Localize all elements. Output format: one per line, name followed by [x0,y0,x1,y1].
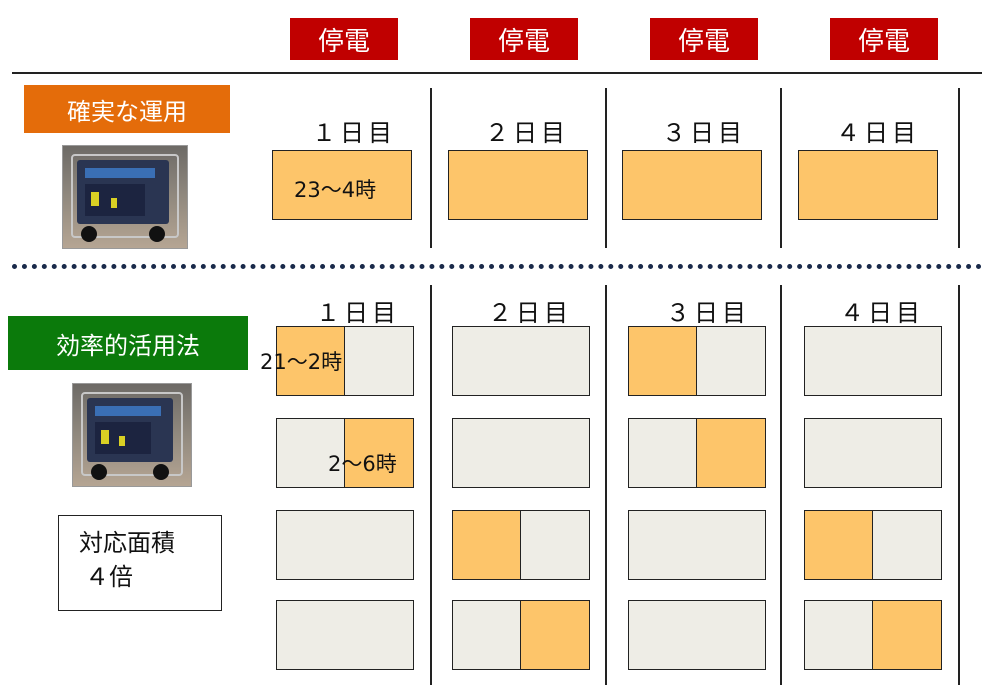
slot-first-half [629,327,697,395]
day-label-3: ３日目 [666,299,750,327]
coverage-note-line1: 対応面積 [79,529,175,557]
run-slot-day1 [272,150,412,220]
slot-row1-day3 [628,326,766,396]
slot-row1-day4 [804,326,942,396]
slot-row2-day1 [276,418,414,488]
generator-photo [62,145,188,249]
day-label-4: ４日目 [836,119,920,147]
outage-badge-day1: 停電 [290,18,398,60]
column-divider [430,285,432,685]
run-time-label: 23～4時 [294,178,377,202]
day-label-1: １日目 [316,299,400,327]
day-label-2: ２日目 [488,299,572,327]
header-divider [12,72,982,74]
slot-row2-day4 [804,418,942,488]
slot-first-half [453,601,521,669]
column-divider [958,285,960,685]
slot-first-half [277,419,345,487]
reliable-operation-label: 確実な運用 [24,85,230,133]
run-slot-day2 [448,150,588,220]
slot-second-half [521,601,589,669]
slot-second-half [521,511,589,579]
section-separator [12,264,982,269]
run-slot-day3 [622,150,762,220]
slot-first-half [453,511,521,579]
column-divider [958,88,960,248]
slot-row4-day2 [452,600,590,670]
coverage-note-box: 対応面積 ４倍 [58,515,222,611]
run-time-label-2: 2～6時 [328,452,397,476]
day-label-4: ４日目 [840,299,924,327]
column-divider [605,285,607,685]
slot-first-half [277,327,345,395]
slot-row3-day3 [628,510,766,580]
day-label-3: ３日目 [662,119,746,147]
slot-row4-day1 [276,600,414,670]
slot-second-half [697,419,765,487]
slot-row3-day4 [804,510,942,580]
slot-row2-day2 [452,418,590,488]
slot-first-half [805,511,873,579]
outage-badge-day4: 停電 [830,18,938,60]
slot-row4-day4 [804,600,942,670]
efficient-use-label: 効率的活用法 [8,316,248,370]
slot-row4-day3 [628,600,766,670]
column-divider [430,88,432,248]
day-label-1: １日目 [312,119,396,147]
column-divider [780,285,782,685]
slot-first-half [629,419,697,487]
slot-second-half [345,327,413,395]
outage-badge-day2: 停電 [470,18,578,60]
slot-row1-day1 [276,326,414,396]
generator-photo [72,383,192,487]
column-divider [605,88,607,248]
slot-row3-day1 [276,510,414,580]
slot-row2-day3 [628,418,766,488]
slot-second-half [345,419,413,487]
outage-badge-day3: 停電 [650,18,758,60]
coverage-note-line2: ４倍 [85,563,133,591]
slot-row3-day2 [452,510,590,580]
column-divider [780,88,782,248]
slot-first-half [805,601,873,669]
run-slot-day4 [798,150,938,220]
day-label-2: ２日目 [485,119,569,147]
run-time-label-1: 21～2時 [260,350,343,374]
slot-second-half [873,511,941,579]
slot-second-half [873,601,941,669]
slot-second-half [697,327,765,395]
slot-row1-day2 [452,326,590,396]
